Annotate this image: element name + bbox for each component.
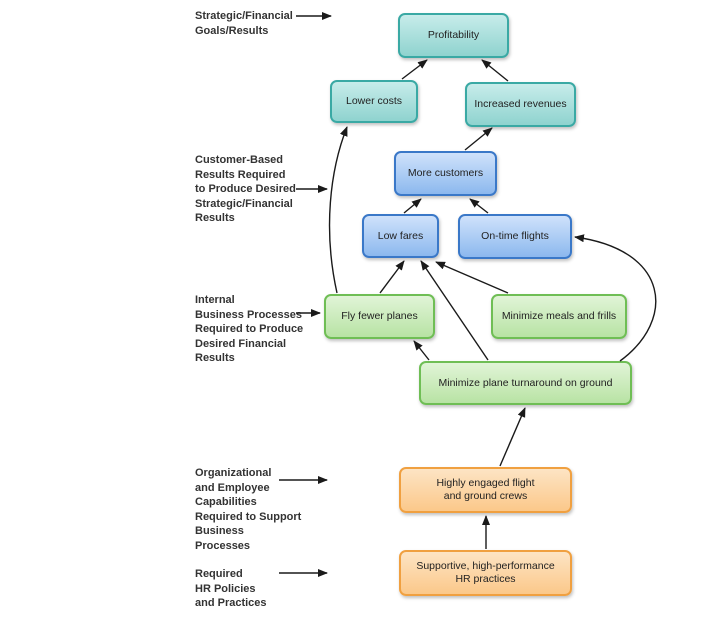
- arrow-revenues-to-profitability: [481, 59, 509, 82]
- node-increased-revenues: Increased revenues: [465, 82, 576, 127]
- level-label-customer: Customer-Based Results Required to Produ…: [195, 154, 296, 224]
- node-lower-costs: Lower costs: [330, 80, 418, 123]
- node-on-time-flights: On-time flights: [458, 214, 572, 259]
- arrow-fewer-planes-to-low-fares: [379, 260, 405, 294]
- node-minimize-meals: Minimize meals and frills: [491, 294, 627, 339]
- node-minimize-turnaround: Minimize plane turnaround on ground: [419, 361, 632, 405]
- node-profitability: Profitability: [398, 13, 509, 58]
- arrow-turnaround-to-fewer-planes: [413, 340, 430, 361]
- node-engaged-crews: Highly engaged flight and ground crews: [399, 467, 572, 513]
- arrow-low-fares-to-customers: [403, 198, 422, 214]
- node-hr-practices: Supportive, high-performance HR practice…: [399, 550, 572, 596]
- arrow-meals-to-low-fares: [435, 261, 509, 294]
- arrow-turnaround-to-low-fares: [420, 260, 489, 361]
- level-label-hr: Required HR Policies and Practices: [195, 568, 267, 609]
- level-label-strategic: Strategic/Financial Goals/Results: [195, 10, 293, 37]
- arrow-on-time-to-customers: [469, 198, 489, 214]
- level-label-internal: Internal Business Processes Required to …: [195, 294, 304, 364]
- arrow-crews-to-turnaround: [499, 407, 526, 467]
- arrow-customers-to-revenues: [464, 127, 493, 151]
- arrow-turnaround-to-on-time: [574, 234, 657, 362]
- arrow-lower-costs-to-profitability: [401, 59, 428, 80]
- arrow-fewer-planes-to-lower-costs: [328, 126, 348, 294]
- node-low-fares: Low fares: [362, 214, 439, 258]
- node-more-customers: More customers: [394, 151, 497, 196]
- node-fly-fewer-planes: Fly fewer planes: [324, 294, 435, 339]
- level-label-capabilities: Organizational and Employee Capabilities…: [195, 467, 302, 552]
